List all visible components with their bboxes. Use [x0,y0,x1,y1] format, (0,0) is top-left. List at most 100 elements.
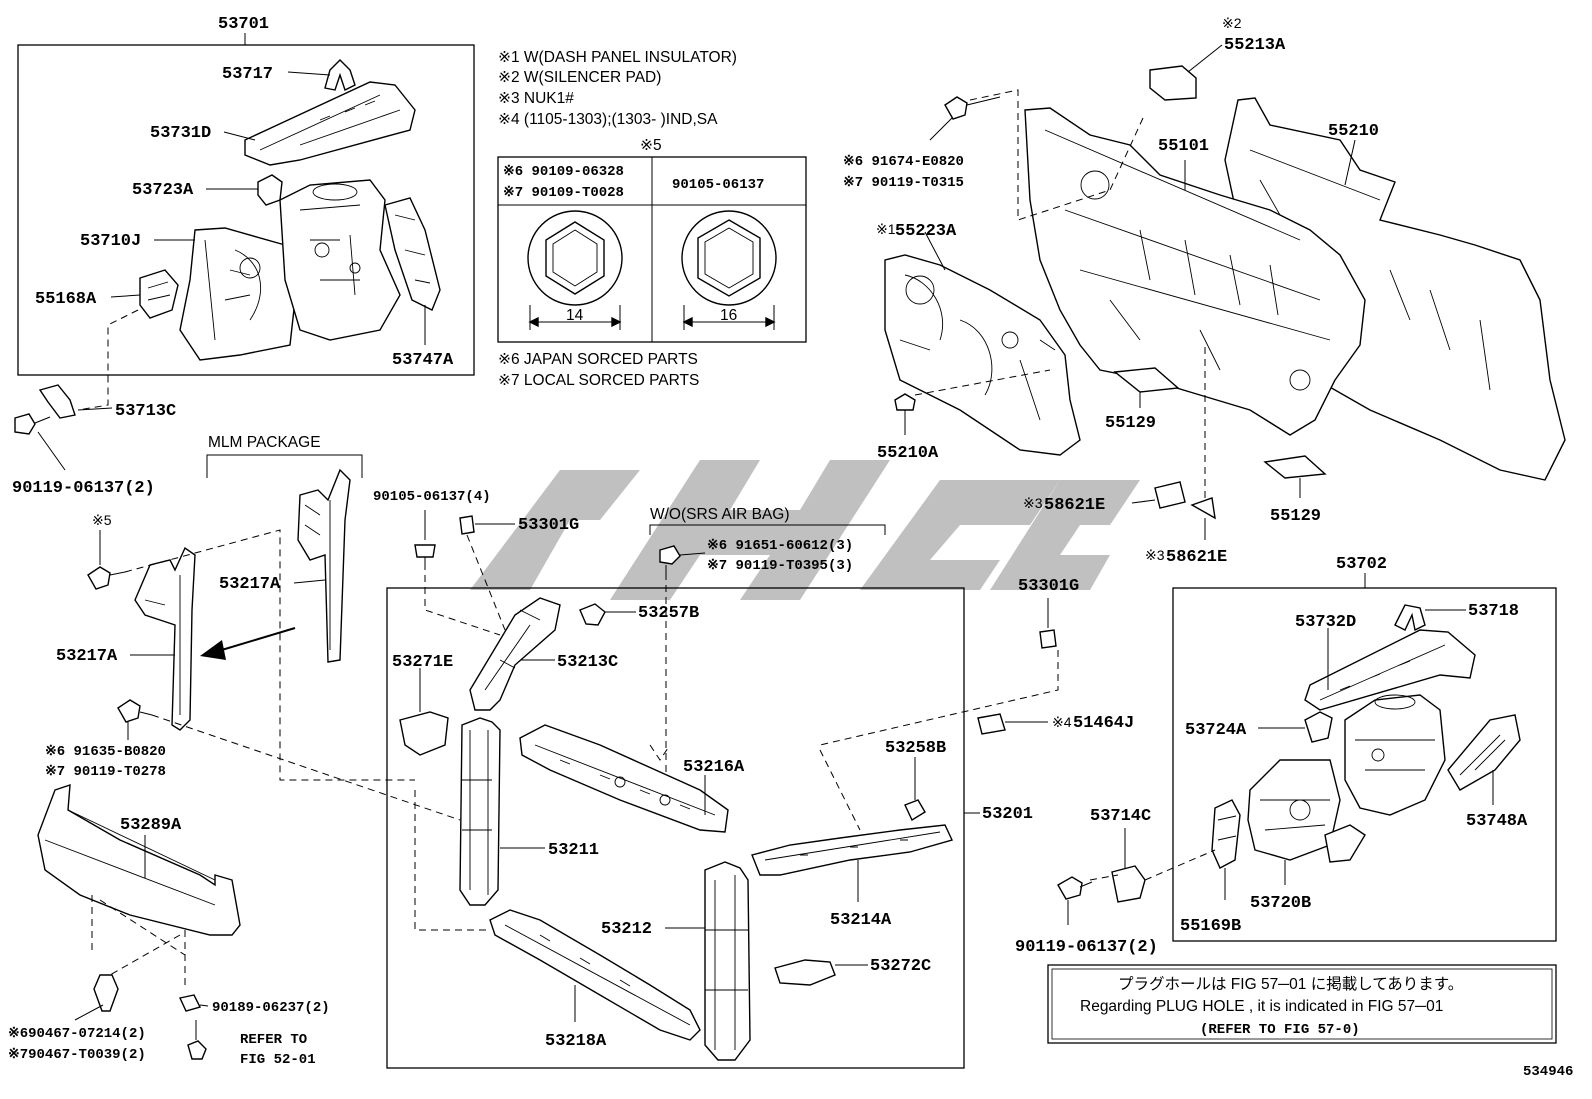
frame-53201 [386,587,965,1069]
part-55210A [894,393,916,411]
label-55129-b: 55129 [1270,507,1321,526]
label-90467-a: ※690467-07214(2) [8,1026,146,1042]
label-53748A: 53748A [1466,812,1528,831]
label-53257B: 53257B [638,604,699,623]
label-53710J: 53710J [80,232,141,251]
part-53714C [1111,865,1146,903]
assembly-53701: 53701 53717 53731D 53723A 53710J 55168A [17,15,475,376]
label-90119-right: 90119-06137(2) [1015,938,1158,957]
label-53713C: 53713C [115,402,176,421]
label-53731D: 53731D [150,124,211,143]
assembly-53301G-b: 53301G ※4 51464J [819,577,1134,746]
label-90119-left: 90119-06137(2) [12,479,155,498]
part-53217A [134,546,196,731]
table-header: ※5 [640,137,662,154]
plug-note-en: Regarding PLUG HOLE , it is indicated in… [1080,998,1443,1015]
label-53289A: 53289A [120,816,182,835]
label-53714C: 53714C [1090,807,1151,826]
note-1: ※1 W(DASH PANEL INSULATOR) [498,49,737,66]
part-53713C [38,384,76,419]
part-53217A-mlm [297,468,351,663]
label-55210: 55210 [1328,122,1379,141]
tag-55213A: ※2 [1222,15,1242,31]
label-refer-2: FIG 52-01 [240,1052,316,1068]
bolt-icon-right [1057,876,1083,900]
label-91674-a: ※6 91674-E0820 [843,154,964,170]
label-53301G-a: 53301G [518,516,579,535]
label-53717: 53717 [222,65,273,84]
label-53301G-b: 53301G [1018,577,1079,596]
tag-58621E-a: ※3 [1023,495,1043,511]
part-strut-tower-right [1344,694,1446,816]
label-90467-b: ※790467-T0039(2) [8,1047,146,1063]
label-wo-srs: W/O(SRS AIR BAG) [650,506,790,523]
bolt-icon-91635 [117,699,141,723]
label-91635-b: ※7 90119-T0278 [45,764,166,780]
label-53718: 53718 [1468,602,1519,621]
label-53201: 53201 [982,805,1033,824]
part-53257B [579,603,606,626]
part-53301G-a [459,515,475,535]
part-53289A [37,784,241,936]
note-2: ※2 W(SILENCER PAD) [498,69,661,86]
part-53723A [257,174,283,206]
label-91674-b: ※7 90119-T0315 [843,175,964,191]
notes-block: ※1 W(DASH PANEL INSULATOR) ※2 W(SILENCER… [498,49,737,128]
label-53747A: 53747A [392,351,454,370]
assembly-dash-panel: ※2 55213A 55210 55101 ※6 91674-E0820 ※7 … [843,15,1566,567]
part-53213C [469,597,561,711]
label-53214A: 53214A [830,911,892,930]
part-55129-b [1263,455,1327,479]
bolt-head-icon-16 [681,210,777,306]
label-53724A: 53724A [1185,721,1247,740]
label-55213A: 55213A [1224,36,1286,55]
part-55213A [1149,65,1197,101]
part-53272C [774,959,836,986]
part-53731D [244,81,416,166]
part-53211 [459,717,501,906]
label-53702: 53702 [1336,555,1387,574]
label-91651-b: ※7 90119-T0395(3) [707,558,853,574]
part-55169B [1211,799,1241,869]
label-53217A-b: 53217A [56,647,118,666]
bolt-icon-91651 [659,545,681,565]
diagram-id: 534946 [1523,1064,1573,1080]
plug-note-refer: (REFER TO FIG 57-0) [1200,1022,1360,1038]
label-mlm-package: MLM PACKAGE [208,434,321,451]
table-col1-line1: ※6 90109-06328 [503,164,624,180]
label-55168A: 55168A [35,290,97,309]
arrow-icon [200,640,226,660]
label-90105: 90105-06137(4) [373,489,491,505]
label-refer-1: REFER TO [240,1032,307,1048]
part-53710J [179,227,296,361]
label-53212: 53212 [601,920,652,939]
label-53723A: 53723A [132,181,194,200]
plug-hole-note: プラグホールは FIG 57─01 に掲載してあります。 Regarding P… [1047,964,1557,1044]
part-53271E [399,711,449,756]
label-53701: 53701 [218,15,269,34]
table-col1-line2: ※7 90109-T0028 [503,185,624,201]
part-51464J [977,713,1006,735]
bolt-icon-5 [87,566,111,590]
clip-icon-90467 [93,974,119,1012]
label-91651-a: ※6 91651-60612(3) [707,538,853,554]
label-53732D: 53732D [1295,613,1356,632]
bolt-icon-90105 [414,544,436,558]
label-91635-a: ※6 91635-B0820 [45,744,166,760]
label-53272C: 53272C [870,957,931,976]
label-58621E-b: 58621E [1166,548,1227,567]
label-55210A: 55210A [877,444,939,463]
assembly-53201: 53201 90105-06137(4) 53301G W/O(SRS AIR … [373,489,1033,1069]
label-90189: 90189-06237(2) [212,1000,330,1016]
size-14: 14 [566,307,584,324]
table-col2: 90105-06137 [672,177,764,193]
assembly-53714C: 53714C 90119-06137(2) [1015,807,1216,957]
note-7: ※7 LOCAL SORCED PARTS [498,372,699,389]
label-58621E-a: 58621E [1044,496,1105,515]
part-53218A [489,909,701,1041]
label-53258B: 53258B [885,739,946,758]
part-58621E-a [1154,481,1186,509]
assembly-53702: 53702 53718 53732D 53724A 53748A 53720B [1172,555,1557,942]
note-4: ※4 (1105-1303);(1303- )IND,SA [498,111,718,128]
label-55169B: 55169B [1180,917,1241,936]
